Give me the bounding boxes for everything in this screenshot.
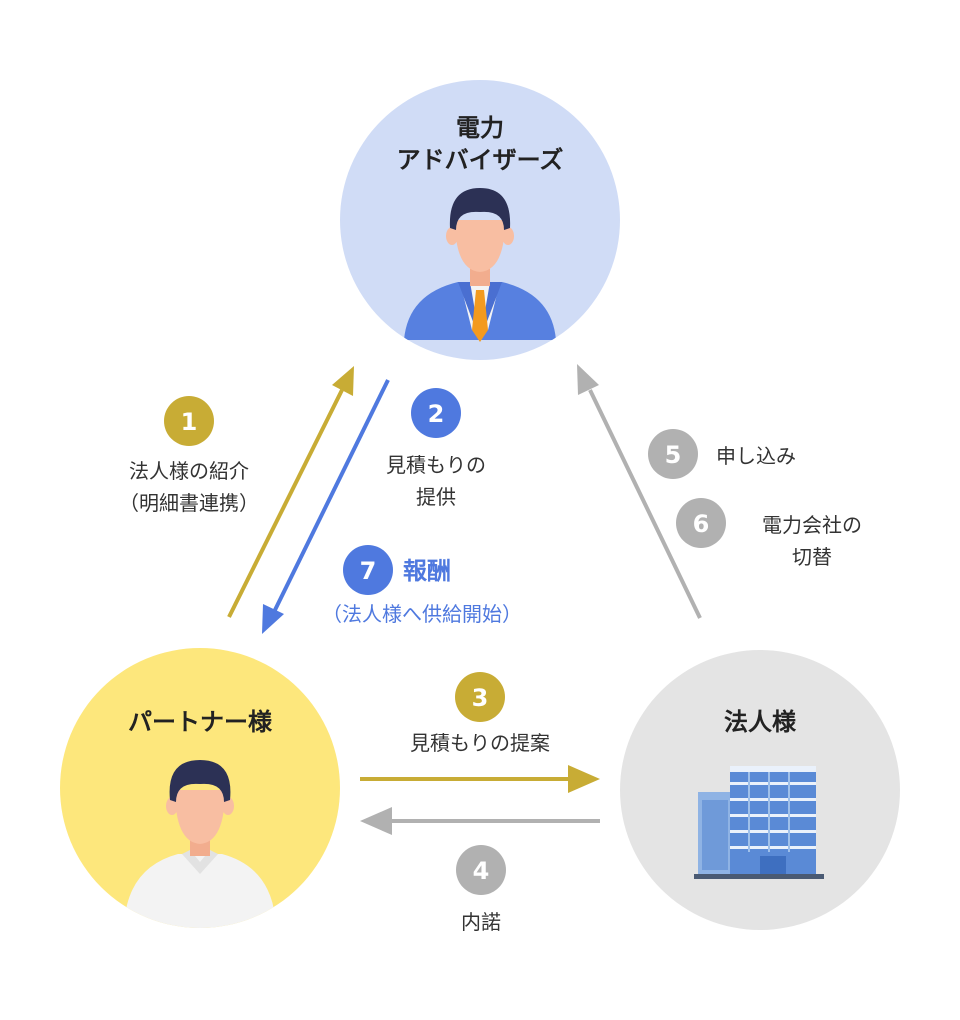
- step-7-sublabel: （法人様へ供給開始）: [322, 602, 522, 626]
- step-2: 2 見積もりの 提供: [386, 388, 486, 509]
- partner-title: パートナー様: [128, 708, 273, 736]
- partner-person-icon: [124, 760, 276, 928]
- arrow-proposal: [360, 765, 600, 793]
- step-3-badge: [455, 672, 505, 722]
- advisor-title-line1: 電力: [456, 114, 504, 142]
- advisor-title-line2: アドバイザーズ: [397, 146, 564, 174]
- partner-circle: [60, 648, 340, 928]
- arrow-referral: [227, 366, 354, 618]
- step-3: 3 見積もりの提案: [410, 672, 550, 755]
- step-4-badge: [456, 845, 506, 895]
- corporate-node: 法人様: [620, 650, 900, 930]
- advisor-person-icon: [404, 188, 556, 342]
- step-5-label: 申し込み: [716, 444, 796, 468]
- building-icon: [694, 766, 824, 879]
- step-5-badge: [648, 429, 698, 479]
- step-3-number: 3: [472, 684, 489, 712]
- step-2-number: 2: [428, 400, 445, 428]
- step-3-label: 見積もりの提案: [410, 731, 550, 755]
- step-7-number: 7: [360, 557, 377, 585]
- step-2-label: 見積もりの: [386, 453, 486, 477]
- step-4: 4 内諾: [456, 845, 506, 934]
- step-1-badge: [164, 396, 214, 446]
- step-4-label: 内諾: [461, 910, 501, 934]
- step-1: 1 法人様の紹介 （明細書連携）: [119, 396, 259, 515]
- advisor-node: 電力 アドバイザーズ: [340, 80, 620, 360]
- arrow-application: [577, 364, 702, 619]
- arrow-quote-provision: [262, 379, 390, 634]
- step-2-badge: [411, 388, 461, 438]
- step-6-label: 電力会社の: [762, 513, 862, 537]
- step-1-sublabel: （明細書連携）: [119, 491, 259, 515]
- step-5-number: 5: [665, 441, 682, 469]
- step-4-number: 4: [473, 857, 490, 885]
- step-5: 5 申し込み: [648, 429, 796, 479]
- step-6-sublabel: 切替: [792, 545, 832, 569]
- step-1-number: 1: [181, 408, 198, 436]
- step-7: 7 報酬 （法人様へ供給開始）: [322, 545, 522, 626]
- step-6-badge: [676, 498, 726, 548]
- step-2-sublabel: 提供: [416, 485, 456, 509]
- corporate-title: 法人様: [724, 708, 797, 736]
- step-6-number: 6: [693, 510, 710, 538]
- step-7-label: 報酬: [403, 557, 451, 585]
- partner-node: パートナー様: [60, 648, 340, 928]
- step-1-label: 法人様の紹介: [129, 459, 249, 483]
- step-7-badge: [343, 545, 393, 595]
- arrow-consent: [360, 807, 600, 835]
- step-6: 6 電力会社の 切替: [676, 498, 862, 569]
